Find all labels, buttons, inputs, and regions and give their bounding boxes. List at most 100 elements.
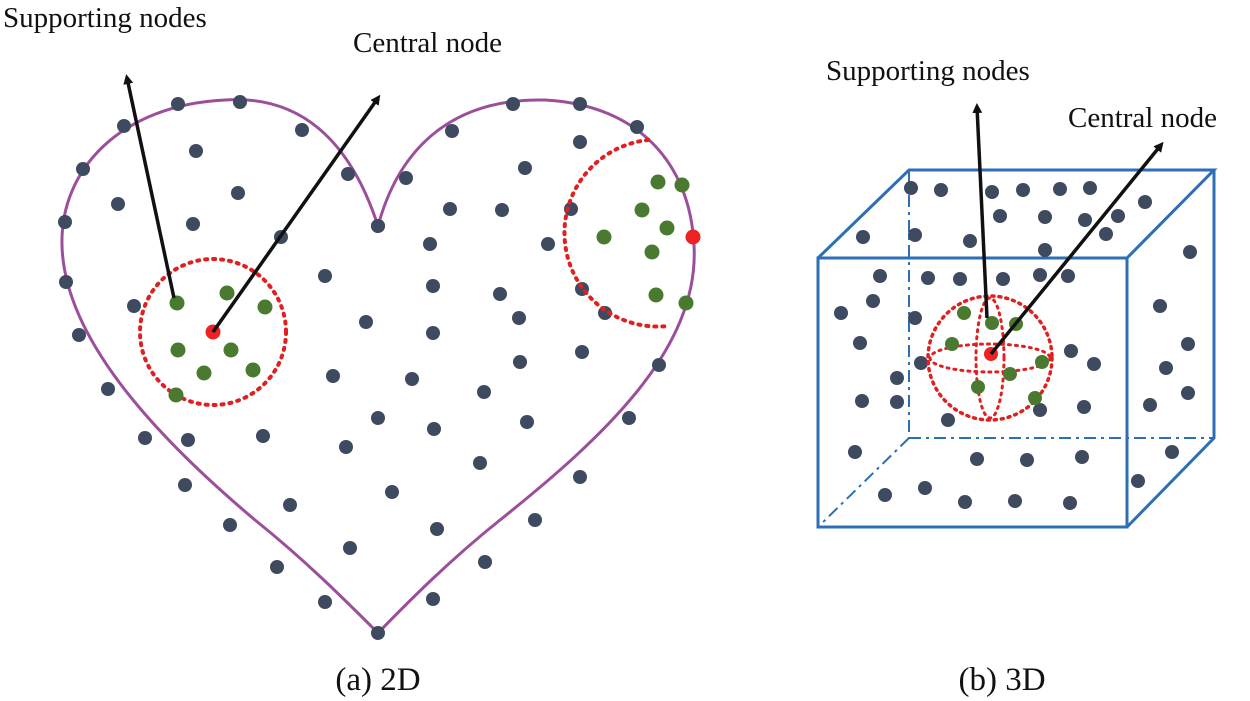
- interior-node: [326, 369, 340, 383]
- interior-node: [1131, 474, 1145, 488]
- supporting-node: [245, 362, 261, 378]
- interior-node: [359, 315, 373, 329]
- interior-node: [518, 161, 532, 175]
- interior-node: [1016, 183, 1030, 197]
- interior-node: [520, 415, 534, 429]
- caption-3d: (b) 3D: [958, 662, 1045, 698]
- interior-node: [1083, 181, 1097, 195]
- interior-node: [996, 272, 1010, 286]
- interior-node: [1099, 227, 1113, 241]
- caption-2d: (a) 2D: [335, 662, 420, 698]
- supporting-node: [223, 342, 239, 358]
- interior-node: [890, 395, 904, 409]
- supporting-node: [1003, 367, 1017, 381]
- interior-node: [513, 355, 527, 369]
- interior-node: [343, 541, 357, 555]
- supporting-node: [1035, 355, 1049, 369]
- interior-node: [1064, 344, 1078, 358]
- supporting-node: [945, 337, 959, 351]
- boundary-node: [341, 167, 355, 181]
- interior-node: [512, 311, 526, 325]
- interior-node: [958, 495, 972, 509]
- interior-node: [970, 452, 984, 466]
- interior-node: [853, 336, 867, 350]
- interior-node: [941, 413, 955, 427]
- support-domain-circle-2d: [138, 257, 288, 407]
- interior-node: [127, 299, 141, 313]
- interior-node: [443, 202, 457, 216]
- interior-node: [1038, 210, 1052, 224]
- boundary-node: [318, 595, 332, 609]
- interior-node: [477, 385, 491, 399]
- interior-nodes-2d: [111, 135, 612, 555]
- interior-node: [256, 429, 270, 443]
- supporting-node: [659, 220, 675, 236]
- boundary-node: [622, 411, 636, 425]
- interior-node: [1020, 453, 1034, 467]
- boundary-node: [528, 513, 542, 527]
- supporting-node: [168, 387, 184, 403]
- interior-node: [921, 271, 935, 285]
- interior-node: [1078, 213, 1092, 227]
- supporting-node: [169, 295, 185, 311]
- boundary-node: [58, 215, 72, 229]
- interior-node: [1075, 450, 1089, 464]
- supporting-node: [596, 229, 612, 245]
- interior-node: [1183, 245, 1197, 259]
- interior-node: [473, 456, 487, 470]
- interior-node: [1063, 496, 1077, 510]
- supporting-node: [985, 316, 999, 330]
- boundary-node: [652, 358, 666, 372]
- interior-node: [1138, 195, 1152, 209]
- interior-node: [908, 228, 922, 242]
- interior-node: [1008, 494, 1022, 508]
- interior-node: [1077, 400, 1091, 414]
- arrow-supporting-nodes-2d: [123, 74, 176, 299]
- interior-node: [1153, 299, 1167, 313]
- supporting-node: [170, 342, 186, 358]
- interior-node: [1181, 337, 1195, 351]
- interior-nodes-3d: [834, 181, 1197, 510]
- interior-node: [430, 522, 444, 536]
- interior-node: [339, 440, 353, 454]
- interior-node: [405, 372, 419, 386]
- boundary-node: [138, 431, 152, 445]
- interior-node: [493, 287, 507, 301]
- boundary-node: [233, 95, 247, 109]
- interior-node: [993, 209, 1007, 223]
- interior-node: [385, 485, 399, 499]
- boundary-node: [371, 219, 385, 233]
- supporting-node: [219, 285, 235, 301]
- interior-node: [541, 237, 555, 251]
- arrow-central-node-2d: [211, 94, 381, 334]
- cube-visible-edges: [816, 168, 1218, 529]
- interior-node: [985, 185, 999, 199]
- supporting-node: [644, 244, 660, 260]
- boundary-supporting-nodes: [596, 174, 694, 311]
- supporting-node: [678, 295, 694, 311]
- boundary-support-arc: [562, 138, 670, 329]
- supporting-node: [634, 202, 650, 218]
- boundary-node: [371, 626, 385, 640]
- boundary-node: [573, 97, 587, 111]
- supporting-node: [650, 174, 666, 190]
- interior-node: [866, 294, 880, 308]
- supporting-nodes-label-2d: Supporting nodes: [3, 2, 207, 34]
- interior-node: [186, 217, 200, 231]
- supporting-node: [674, 177, 690, 193]
- interior-node: [1111, 209, 1125, 223]
- interior-node: [1033, 403, 1047, 417]
- boundary-node: [101, 382, 115, 396]
- arrow-supporting-nodes-3d: [972, 103, 989, 319]
- interior-node: [111, 197, 125, 211]
- boundary-node: [295, 123, 309, 137]
- interior-node: [873, 269, 887, 283]
- boundary-node: [478, 555, 492, 569]
- boundary-node: [59, 275, 73, 289]
- interior-node: [575, 345, 589, 359]
- panel-3d: Supporting nodes Central node (b) 3D: [816, 55, 1218, 698]
- supporting-node: [1028, 391, 1042, 405]
- interior-node: [181, 433, 195, 447]
- support-domain-sphere-3d: [926, 294, 1054, 422]
